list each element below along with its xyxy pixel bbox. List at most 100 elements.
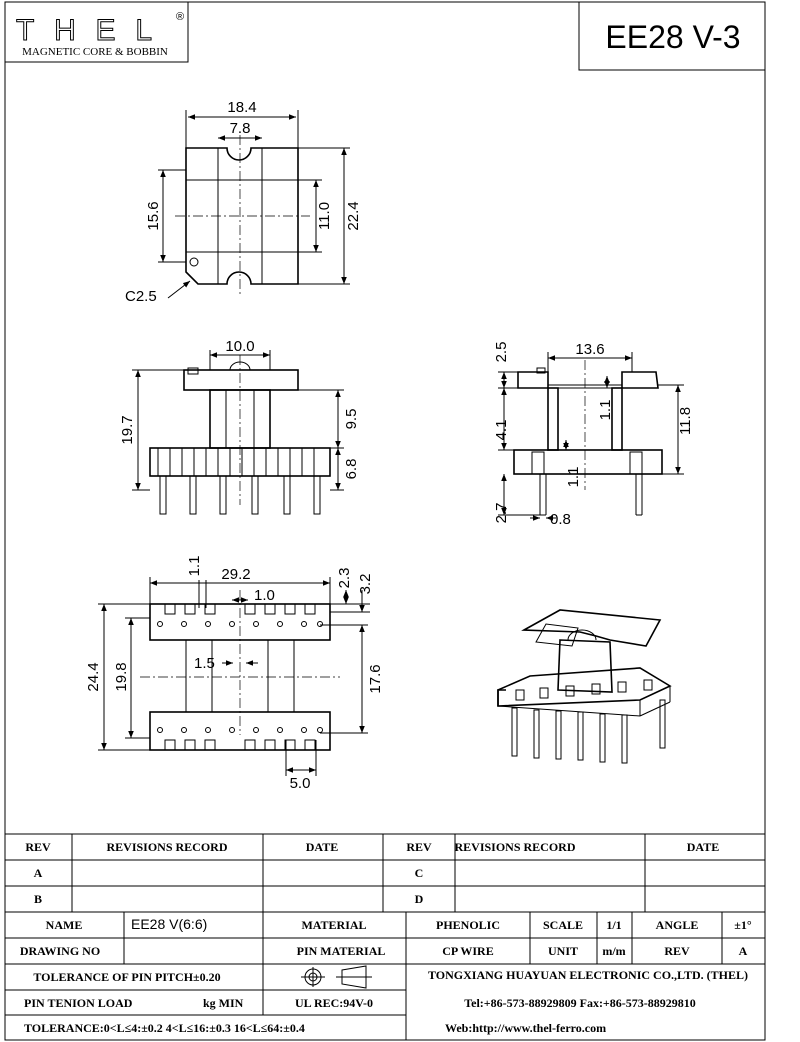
tb-rev-a: A [34, 866, 43, 880]
dim-side-pin-len: 2.7 [493, 503, 510, 524]
tb-company: TONGXIANG HUAYUAN ELECTRONIC CO.,LTD. (T… [428, 968, 748, 982]
tb-pin-material-value: CP WIRE [442, 944, 493, 958]
tb-pin-tension: PIN TENION LOAD [24, 996, 133, 1010]
tb-material-label: MATERIAL [301, 918, 366, 932]
dim-front-upper: 9.5 [343, 409, 360, 430]
dim-bottom-pins-span: 17.6 [367, 664, 384, 693]
iso-slot [617, 681, 627, 693]
dim-bottom-overall: 24.4 [85, 662, 102, 691]
tb-angle-value: ±1° [734, 918, 752, 932]
tb-unit-label: UNIT [548, 944, 578, 958]
iso-slot [515, 689, 525, 701]
tb-web: Web:http://www.thel-ferro.com [445, 1021, 606, 1035]
pin-hole [277, 727, 283, 733]
pin [283, 475, 291, 515]
bottom-notch [264, 739, 276, 750]
tb-ul: UL REC:94V-0 [295, 996, 373, 1010]
tb-rev-header-2: REV [406, 840, 432, 854]
iso-slot [591, 683, 601, 695]
dim-top-chamfer: C2.5 [125, 288, 157, 305]
pin [219, 475, 227, 515]
dim-side-wall2: 1.1 [565, 467, 582, 488]
pin-hole [205, 727, 211, 733]
iso-slot [643, 679, 653, 691]
tb-revrec-header-1: REVISIONS RECORD [106, 840, 227, 854]
dim-bottom-step1: 2.3 [336, 568, 353, 589]
top-notch [264, 604, 276, 615]
title-block [5, 833, 765, 1040]
bottom-notch [204, 739, 216, 750]
iso-slot [565, 685, 575, 697]
dim-bottom-slot-w: 1.0 [254, 587, 275, 604]
pin-hole [317, 727, 323, 733]
logo-registered: ® [176, 11, 184, 23]
dim-bottom-length: 29.2 [221, 566, 250, 583]
dim-side-height: 11.8 [677, 407, 694, 435]
tb-rev-label: REV [664, 944, 690, 958]
sheet-border [4, 1, 766, 1041]
tb-rev-b: B [34, 892, 42, 906]
pin-hole [253, 727, 259, 733]
tb-date-header-2: DATE [687, 840, 719, 854]
iso-pin [599, 713, 606, 763]
tb-pin-material-label: PIN MATERIAL [297, 944, 386, 958]
dim-side-mid: 4.1 [493, 420, 510, 441]
dim-side-width: 13.6 [575, 341, 604, 358]
bottom-notch [284, 739, 296, 750]
bottom-notch [244, 739, 256, 750]
dim-top-inner-right: 11.0 [316, 202, 333, 230]
tb-tolerance-pitch: TOLERANCE OF PIN PITCH±0.20 [33, 970, 220, 984]
tb-rev-header-1: REV [25, 840, 51, 854]
iso-pin [659, 699, 666, 749]
dim-top-height: 22.4 [345, 201, 362, 230]
dim-top-slot: 7.8 [230, 120, 251, 137]
part-number-box [578, 1, 766, 71]
pin-hole [157, 727, 163, 733]
pin-hole [317, 621, 323, 627]
pin [313, 475, 321, 515]
top-notch [284, 604, 296, 615]
part-number: EE28 V-3 [605, 19, 740, 55]
tb-name-value: EE28 V(6:6) [131, 916, 207, 932]
logo-tagline: MAGNETIC CORE & BOBBIN [22, 46, 168, 58]
tb-angle-label: ANGLE [656, 918, 699, 932]
dim-front-base: 6.8 [343, 459, 360, 480]
tb-revrec-header-2: REVISIONS RECORD [454, 840, 575, 854]
dim-bottom-inner: 19.8 [113, 662, 130, 691]
top-notch [244, 604, 256, 615]
iso-pin [555, 710, 562, 760]
tb-tel: Tel:+86-573-88929809 Fax:+86-573-8892981… [464, 996, 696, 1010]
pin-hole [181, 621, 187, 627]
dim-top-width: 18.4 [227, 99, 256, 116]
dim-top-inner-left: 15.6 [145, 201, 162, 230]
isometric-view [497, 609, 672, 764]
bottom-notch [164, 739, 176, 750]
iso-pin [533, 709, 540, 759]
bottom-notch [304, 739, 316, 750]
tb-pin-tension-unit: kg MIN [203, 996, 244, 1010]
dim-bottom-pitch: 5.0 [290, 775, 311, 792]
pin-hole [301, 621, 307, 627]
tb-scale-value: 1/1 [606, 918, 621, 932]
dim-bottom-step2: 3.2 [357, 574, 374, 595]
dim-side-pin-dia: 0.8 [550, 511, 571, 528]
top-notch [204, 604, 216, 615]
pin-hole [205, 621, 211, 627]
dim-side-top-thk: 2.5 [493, 342, 510, 363]
pin-hole [157, 621, 163, 627]
side-view [498, 352, 684, 521]
iso-pin [577, 711, 584, 761]
tb-rev-d: D [415, 892, 424, 906]
tb-unit-value: m/m [602, 944, 625, 958]
dim-bottom-gap: 1.5 [194, 655, 215, 672]
pin-hole [277, 621, 283, 627]
tb-name-label: NAME [46, 918, 83, 932]
bottom-notch [184, 739, 196, 750]
tb-rev-c: C [415, 866, 424, 880]
dim-side-wall: 1.1 [597, 400, 614, 421]
pin-hole [181, 727, 187, 733]
tb-date-header-1: DATE [306, 840, 338, 854]
bottom-view [98, 577, 370, 776]
pin-hole [253, 621, 259, 627]
tb-material-value: PHENOLIC [436, 918, 500, 932]
